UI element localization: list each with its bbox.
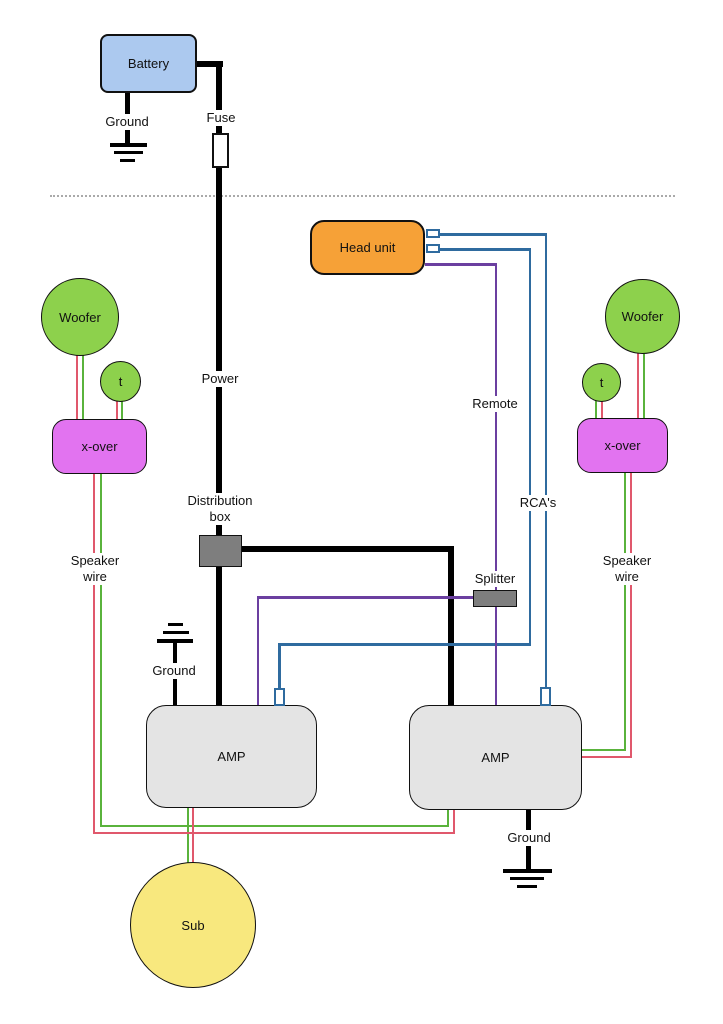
power-wire-to-fuse <box>216 61 222 133</box>
rca-wire2-v <box>528 248 531 645</box>
splitter-box <box>473 590 517 607</box>
head-unit-label: Head unit <box>339 240 396 255</box>
speaker-wire-right-label: Speaker wire <box>594 553 660 585</box>
power-wire-left-amp <box>216 567 222 705</box>
distribution-box <box>199 535 242 567</box>
amp-left-rca-plug <box>274 688 285 706</box>
woofer-left-wire-green <box>82 354 84 419</box>
head-unit-rca-plug-2 <box>426 244 440 253</box>
speaker-wire-bottom-h-red <box>93 832 455 834</box>
xover-left-box: x-over <box>52 419 147 474</box>
rca-wire1-h <box>440 233 547 236</box>
speaker-wire-left-v-red <box>93 474 95 834</box>
power-wire-main <box>216 168 222 535</box>
fuse-label: Fuse <box>201 110 241 126</box>
sub-wire-red <box>192 808 194 864</box>
remote-label: Remote <box>466 396 524 412</box>
battery-ground-label: Ground <box>95 114 159 130</box>
tweeter-left-wire-red <box>116 400 118 419</box>
amp-left-box: AMP <box>146 705 317 808</box>
battery-label: Battery <box>127 56 170 71</box>
battery-output-wire <box>197 61 223 67</box>
woofer-left-wire-red <box>76 354 78 419</box>
rca-wire2-h <box>440 248 531 251</box>
power-label: Power <box>195 371 245 387</box>
amp-right-rca-plug <box>540 687 551 706</box>
rca-label: RCA's <box>510 495 566 511</box>
right-amp-side-out-green <box>582 749 626 751</box>
amp-right-box: AMP <box>409 705 582 810</box>
amp-right-label: AMP <box>481 750 510 765</box>
rca-wire1-v <box>544 233 547 689</box>
right-amp-bottom-in-red <box>453 810 455 834</box>
splitter-label: Splitter <box>466 571 524 587</box>
speaker-wire-left-label: Speaker wire <box>62 553 128 585</box>
right-amp-bottom-in-green <box>447 810 449 827</box>
speaker-wire-left-v-green <box>100 474 102 827</box>
sub-label: Sub <box>181 917 205 933</box>
speaker-wire-bottom-h-green <box>100 825 449 827</box>
tweeter-left-label: t <box>118 374 123 389</box>
xover-right-label: x-over <box>604 438 641 453</box>
tweeter-left-circle: t <box>100 361 141 402</box>
right-amp-ground-label: Ground <box>498 830 560 846</box>
remote-wire-h <box>425 263 497 266</box>
tweeter-left-wire-green <box>121 400 123 419</box>
woofer-right-label: Woofer <box>621 309 664 324</box>
tweeter-right-label: t <box>599 375 604 390</box>
left-amp-ground-label: Ground <box>143 663 205 679</box>
woofer-left-circle: Woofer <box>41 278 119 356</box>
speaker-wire-right-v-green <box>624 473 626 751</box>
woofer-right-wire-red <box>637 352 639 418</box>
power-wire-right-branch-h <box>242 546 454 552</box>
section-divider-line <box>50 195 675 197</box>
rca-wire2-h2 <box>278 643 531 646</box>
remote-split-h <box>257 596 473 599</box>
head-unit-box: Head unit <box>310 220 425 275</box>
speaker-wire-right-v-red <box>630 473 632 758</box>
distribution-box-label: Distribution box <box>174 493 266 525</box>
battery-box: Battery <box>100 34 197 93</box>
head-unit-rca-plug-1 <box>426 229 440 238</box>
xover-left-label: x-over <box>81 439 118 454</box>
amp-left-label: AMP <box>217 749 246 764</box>
rca-wire2-v2 <box>278 643 281 690</box>
tweeter-right-circle: t <box>582 363 621 402</box>
xover-right-box: x-over <box>577 418 668 473</box>
woofer-right-wire-green <box>643 352 645 418</box>
right-amp-side-out-red <box>582 756 632 758</box>
woofer-left-label: Woofer <box>59 309 101 325</box>
tweeter-right-wire-green <box>595 400 597 418</box>
sub-wire-green <box>187 808 189 864</box>
woofer-right-circle: Woofer <box>605 279 680 354</box>
sub-circle: Sub <box>130 862 256 988</box>
power-wire-right-amp <box>448 546 454 705</box>
remote-wire-v <box>494 263 497 705</box>
remote-split-v <box>256 596 259 705</box>
fuse-body <box>212 133 229 168</box>
tweeter-right-wire-red <box>601 400 603 418</box>
